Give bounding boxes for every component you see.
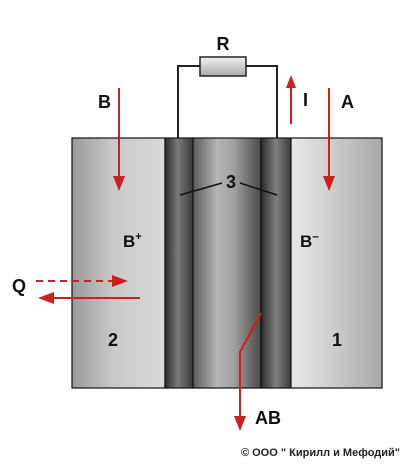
resistor [199,56,247,77]
input-b-arrowhead [113,176,125,191]
ion-b-plus-charge: + [135,231,141,243]
ion-b-minus-symbol: B [300,232,312,251]
heat-label: Q [12,276,26,296]
current-label: I [303,90,308,110]
membrane-leader-left [179,182,223,196]
electrode-compartment-right [290,137,383,389]
ion-b-minus-label: B– [300,229,319,251]
membrane-label: 3 [226,172,236,192]
electrode-left-label: 2 [108,330,118,350]
copyright-text: © ООО " Кирилл и Мефодий" [241,447,400,459]
heat-in-arrowhead [112,275,128,287]
membrane-right-layer [260,137,292,389]
ion-b-plus-symbol: B [123,232,135,251]
electrolyte-center [192,137,262,389]
product-arrowhead [234,416,246,431]
current-arrowhead [286,75,296,88]
circuit-wire [177,65,278,138]
ion-b-minus-charge: – [312,229,319,243]
ion-b-plus-label: B+ [123,231,142,251]
membrane-left-layer [164,137,194,389]
input-b-label: B [98,92,111,112]
electrode-right-label: 1 [332,330,342,350]
resistor-label: R [217,34,230,54]
product-arrow [239,312,262,418]
membrane-leader-right [239,182,278,196]
heat-out-arrowhead [38,292,54,304]
input-a-label: A [341,92,354,112]
product-label: AB [255,408,281,428]
input-a-arrowhead [323,176,335,191]
